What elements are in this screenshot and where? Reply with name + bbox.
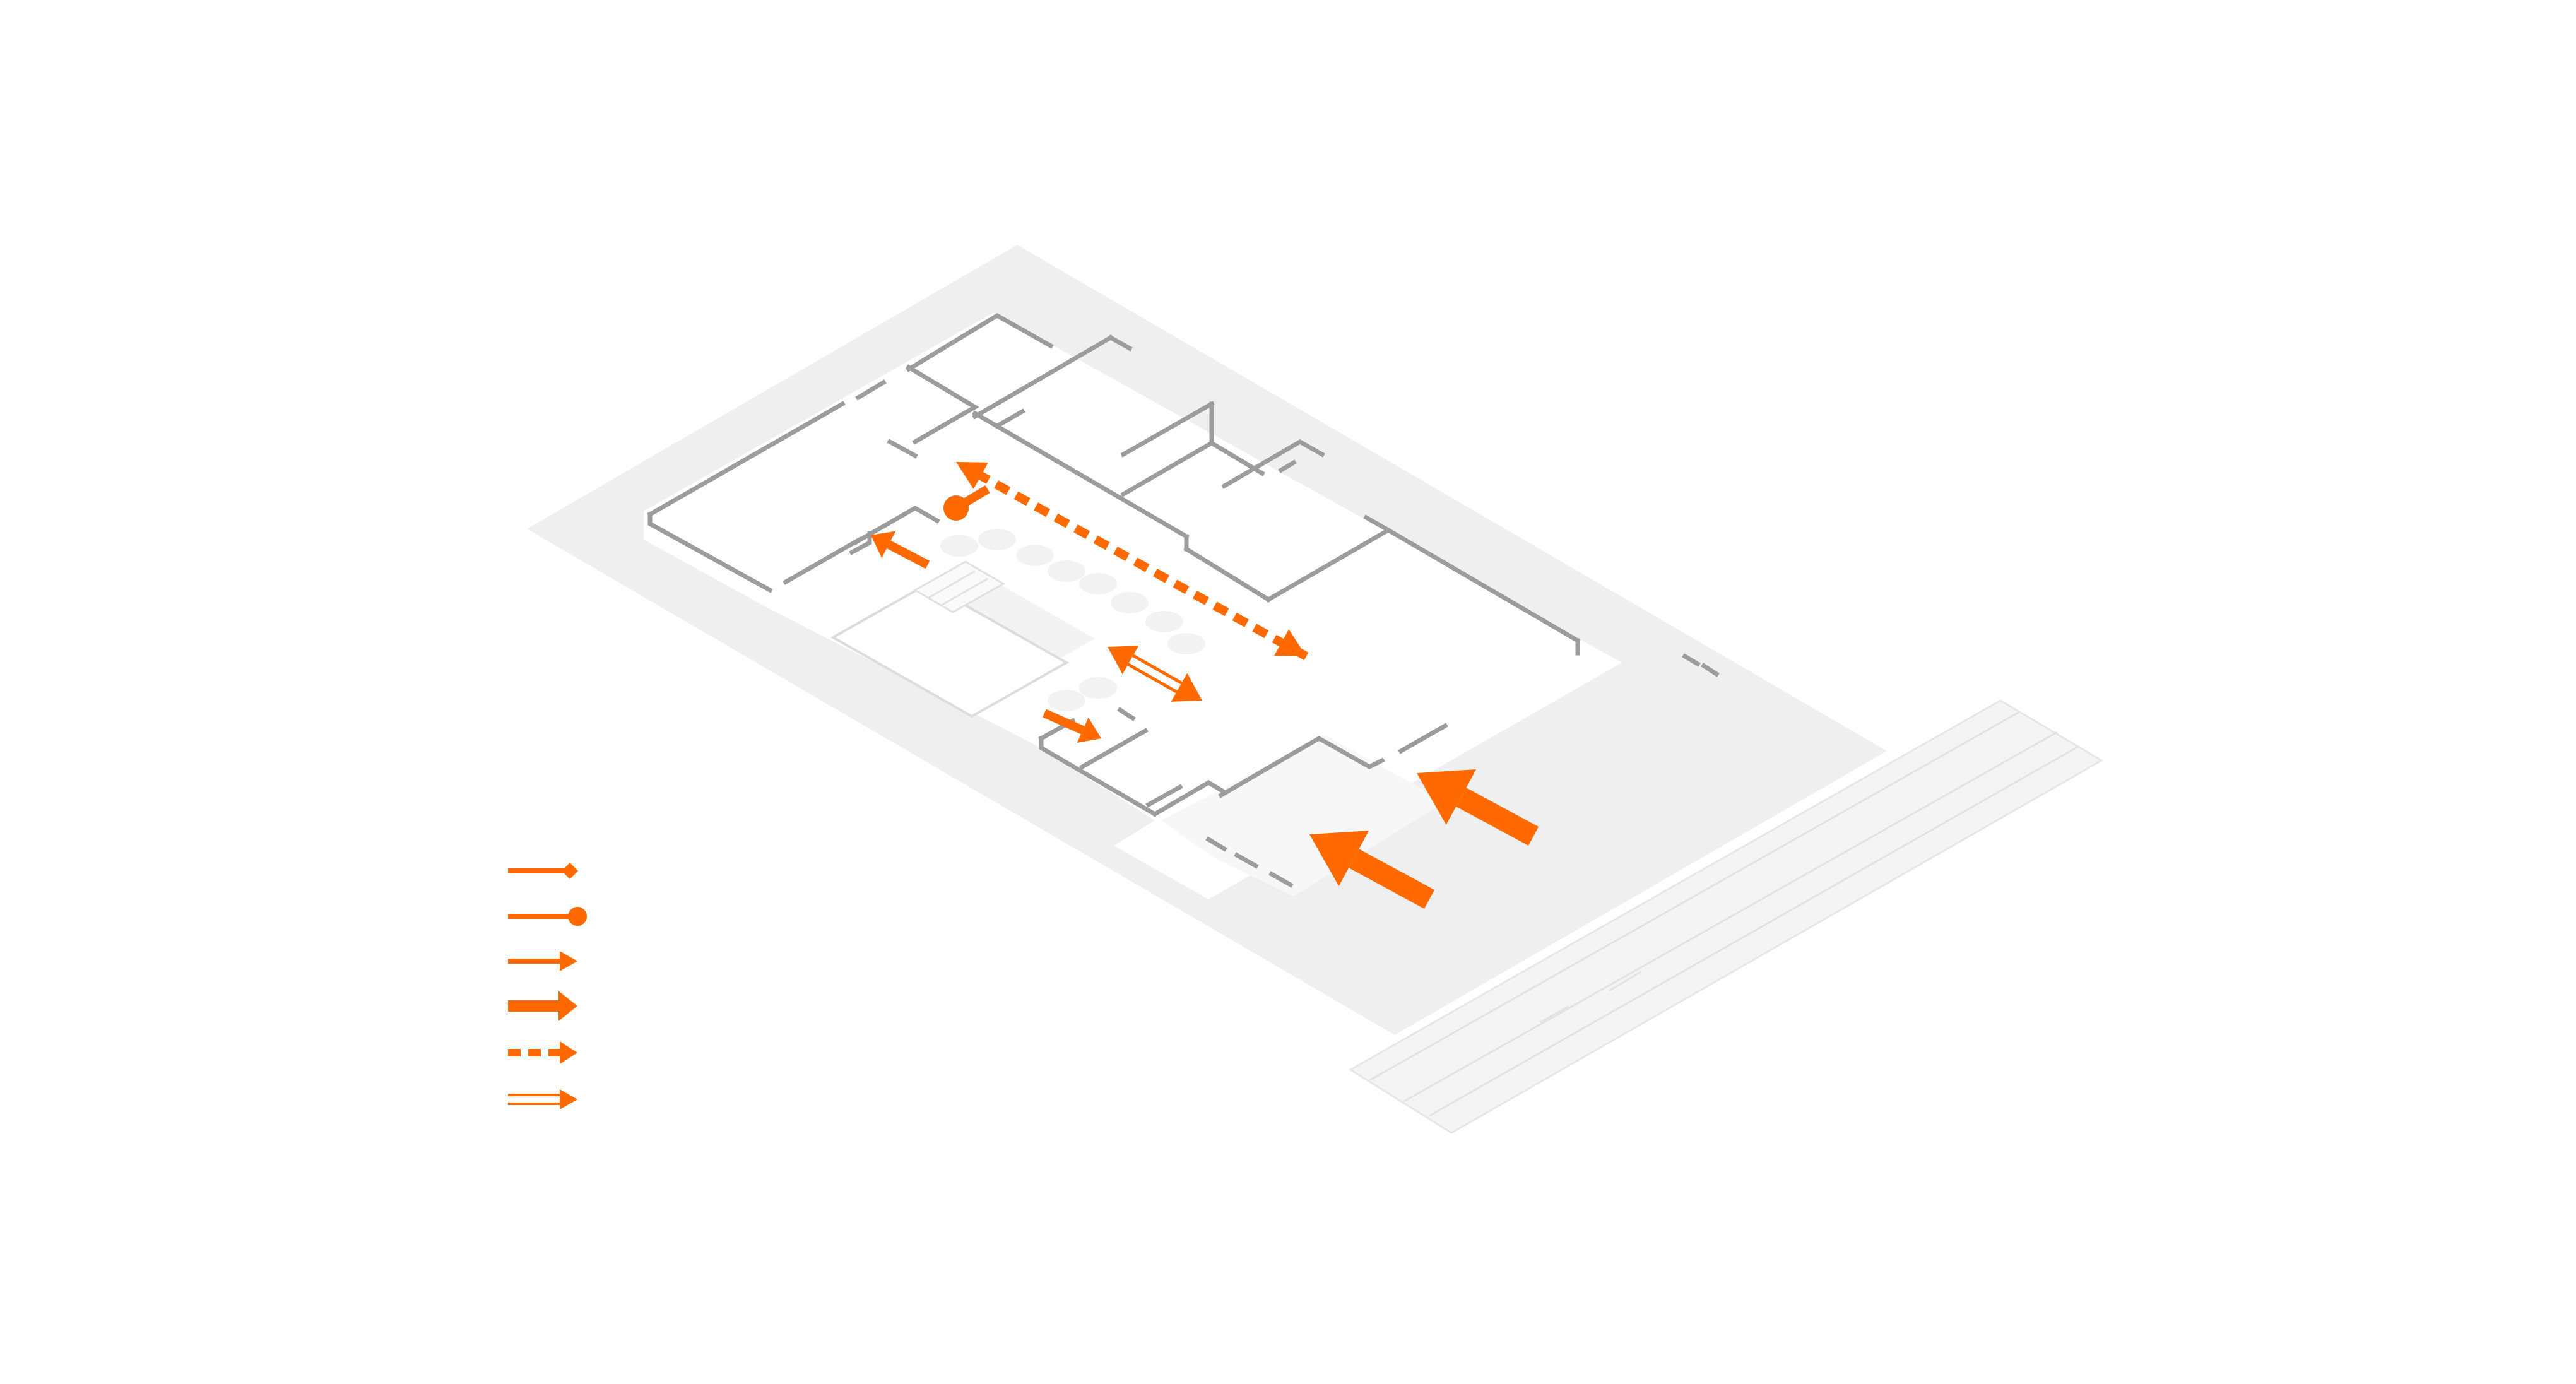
legend-item-2: [508, 907, 587, 926]
walls: [647, 312, 1720, 888]
courtyard: [830, 560, 1095, 718]
legend-item-4: [508, 991, 577, 1021]
arrow-dashed-icon: [508, 1041, 577, 1064]
arrow-double-line-icon: [508, 1089, 577, 1109]
legend-item-3: [508, 951, 577, 971]
courtyard-pool: [830, 582, 1070, 718]
flow-arrow-corridor-dashed: [956, 462, 1309, 661]
legend-item-6: [508, 1089, 577, 1109]
stepping-stones: [940, 529, 1205, 711]
flow-arrow-small-left: [871, 531, 930, 569]
arrow-diamond-head-icon: [508, 863, 578, 879]
entrance-plaza: [1161, 735, 1445, 896]
arrow-dot-head-icon: [508, 907, 587, 926]
flow-arrow-double-courtyard: [1108, 646, 1202, 702]
arrow-thin-icon: [508, 951, 577, 971]
flow-arrow-main-entrance-lower: [1309, 831, 1435, 909]
arrow-thick-icon: [508, 991, 577, 1021]
legend-item-5: [508, 1041, 577, 1064]
flow-arrow-main-entrance-upper: [1417, 769, 1539, 846]
flow-arrow-dot-head: [943, 485, 990, 521]
legend-item-1: [508, 863, 578, 879]
circulation-flows: [871, 462, 1539, 909]
legend: [508, 863, 587, 1109]
flow-arrow-small-service: [1043, 709, 1101, 743]
road: [1349, 699, 2103, 1134]
